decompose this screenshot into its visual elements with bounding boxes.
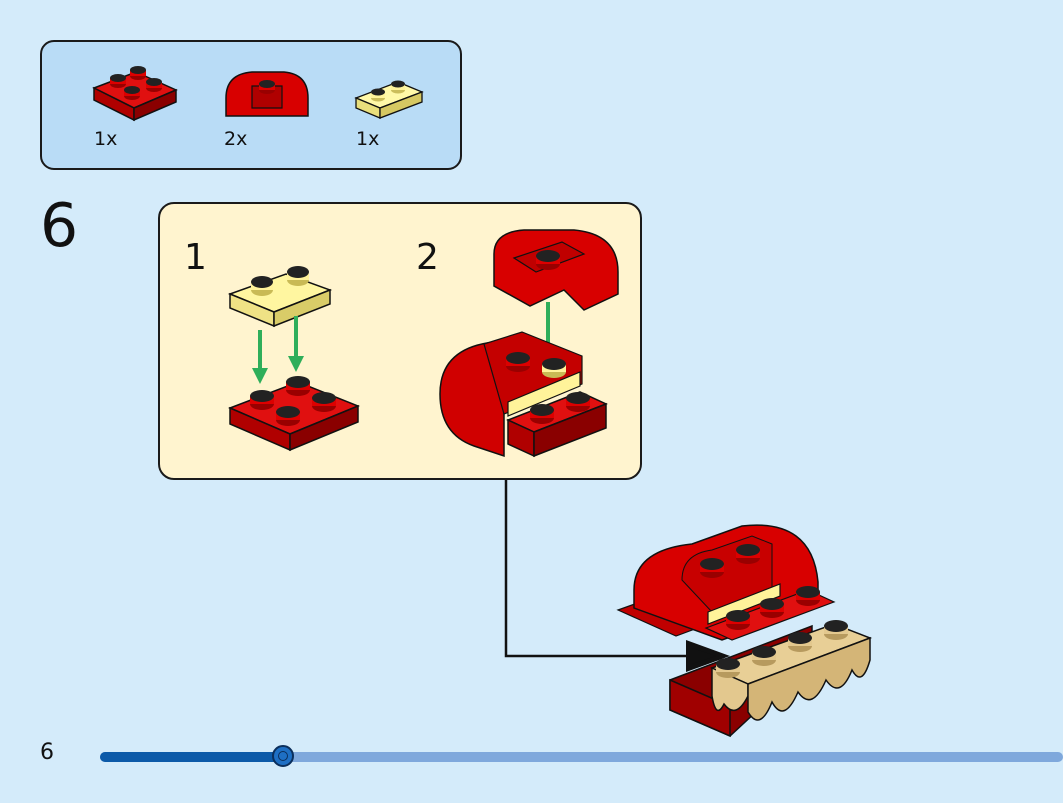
page-number: 6 — [40, 740, 54, 765]
step-number: 6 — [40, 191, 79, 261]
yellow-plate-1x2-icon — [354, 80, 424, 119]
part-1-quantity: 1x — [94, 128, 118, 150]
main-model-illustration — [616, 524, 873, 738]
red-plate-2x2-icon — [92, 66, 178, 122]
progress-bar — [100, 745, 1063, 767]
substep-2-illustration — [439, 229, 619, 458]
progress-bar-fill — [100, 752, 283, 762]
substep-1-number: 1 — [184, 237, 207, 278]
parts-list-box: 1x 2x 1x — [40, 40, 462, 170]
part-2-quantity: 2x — [224, 128, 248, 150]
sub-assembly-callout: 1 2 — [158, 202, 642, 480]
callout-connector-arrow — [504, 480, 730, 672]
part-3-quantity: 1x — [356, 128, 380, 150]
progress-knob — [271, 745, 294, 767]
red-curved-brick-icon — [225, 71, 309, 117]
substep-2-number: 2 — [416, 237, 439, 278]
substep-1-illustration — [227, 266, 360, 452]
